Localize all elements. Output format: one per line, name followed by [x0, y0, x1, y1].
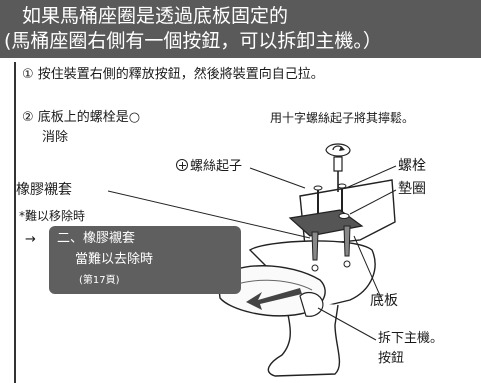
- tool-note: 用十字螺絲起子將其擰鬆。: [270, 111, 415, 125]
- washer-shape: [338, 213, 350, 219]
- label-screwdriver: 螺絲起子: [190, 159, 243, 174]
- header-title: 如果馬桶座圈是透過底板固定的: [22, 5, 289, 27]
- left-rule: [14, 62, 16, 383]
- header-banner: 如果馬桶座圈是透過底板固定的 (馬桶座圈右側有一個按鈕，可以拆卸主機。）: [0, 0, 481, 58]
- callout-page-ref: (第17頁): [79, 275, 120, 286]
- label-button: 按鈕: [378, 351, 405, 366]
- step-2-text-cont: 消除: [42, 130, 69, 145]
- label-bolt: 螺栓: [398, 158, 426, 174]
- callout-body: 當難以去除時: [75, 252, 154, 267]
- step-2-text: ② 底板上的螺栓是○: [22, 110, 141, 125]
- hand: [299, 291, 324, 317]
- callout-reference-box[interactable]: 二、橡膠襯套 當難以去除時 (第17頁): [49, 226, 241, 294]
- phillips-plus-icon: [176, 159, 188, 171]
- label-rubber-bushing: 橡膠襯套: [16, 182, 72, 198]
- toilet-pedestal: [267, 299, 341, 377]
- step-1-text: ① 按住裝置右側的釋放按鈕，然後將裝置向自己拉。: [22, 67, 324, 82]
- label-washer: 墊圈: [398, 181, 426, 197]
- rubber-bushing-1: [311, 231, 319, 261]
- label-remove-unit: 拆下主機。: [378, 331, 444, 346]
- callout-title: 二、橡膠襯套: [57, 231, 136, 246]
- seat-unit: [217, 265, 326, 317]
- header-subtitle: (馬桶座圈右側有一個按鈕，可以拆卸主機。）: [4, 30, 382, 52]
- arrow-right-icon: →: [25, 232, 36, 247]
- rubber-bushing-2: [343, 225, 351, 257]
- label-base-plate: 底板: [370, 293, 398, 309]
- pull-arrow: [246, 288, 302, 310]
- label-hard-to-remove: *難以移除時: [19, 209, 86, 223]
- screwdriver-shape: [325, 143, 351, 192]
